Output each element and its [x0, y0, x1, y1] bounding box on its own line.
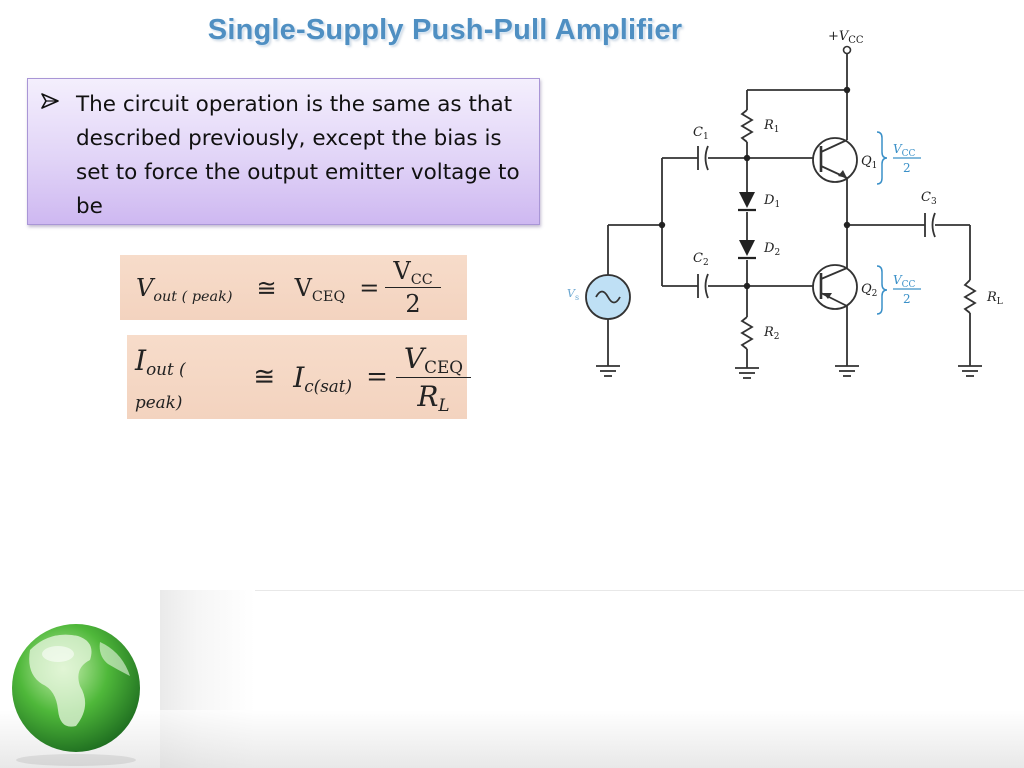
equation-vout-peak: Vout ( peak) ≅ VCEQ = VCC 2 [120, 255, 467, 320]
push-pull-circuit-diagram: +VCC C1 C2 C3 R1 R2 RL D1 D2 Q1 Q2 Vs VC… [567, 29, 1003, 379]
eq2-mid: Ic(sat) [293, 360, 353, 396]
bias-bottom-denominator: 2 [903, 292, 911, 306]
r2-label: R2 [763, 325, 780, 342]
eq1-fraction: VCC 2 [385, 257, 441, 318]
diode-d1 [738, 192, 756, 212]
bias-top-numerator: VCC [893, 142, 916, 159]
ac-source [585, 274, 631, 320]
bullet-text: The circuit operation is the same as tha… [76, 92, 520, 219]
eq1-lhs: Vout ( peak) [136, 273, 233, 305]
d2-label: D2 [763, 241, 780, 258]
q2-label: Q2 [861, 282, 877, 299]
decorative-footer [0, 590, 1024, 768]
eq1-approx: ≅ [256, 273, 277, 302]
c1-label: C1 [693, 125, 709, 142]
circuit-wires [607, 53, 977, 368]
junction-dots [658, 86, 851, 290]
eq1-equals: = [359, 273, 380, 302]
capacitor-c2 [697, 273, 709, 299]
bias-bottom-numerator: VCC [893, 273, 916, 290]
vcc-terminal [842, 45, 852, 55]
eq2-approx: ≅ [253, 362, 276, 392]
rl-label: RL [986, 290, 1003, 307]
sine-wave-icon [595, 290, 621, 304]
transistor-q2 [812, 264, 858, 310]
ground-symbols [596, 365, 982, 379]
equation-iout-peak: Iout ( peak) ≅ Ic(sat) = VCEQ RL [127, 335, 471, 419]
arrow-bullet-icon [41, 93, 59, 109]
eq2-lhs: Iout ( peak) [135, 344, 186, 412]
r1-label: R1 [763, 118, 780, 135]
slide-title: Single-Supply Push-Pull Amplifier [207, 14, 683, 46]
transistor-q1 [812, 137, 858, 183]
vs-label: Vs [567, 287, 579, 302]
globe-icon [12, 624, 140, 752]
bullet-box: The circuit operation is the same as tha… [27, 78, 540, 225]
eq1-mid: VCEQ [294, 273, 346, 305]
bias-brackets [876, 131, 888, 315]
bias-top-denominator: 2 [903, 161, 911, 175]
capacitor-c1 [697, 145, 709, 171]
c2-label: C2 [693, 251, 709, 268]
diode-d2 [738, 240, 756, 260]
vcc-label: +VCC [828, 29, 864, 46]
q1-label: Q1 [861, 154, 877, 171]
d1-label: D1 [763, 193, 780, 210]
eq2-fraction: VCEQ RL [395, 342, 471, 415]
capacitor-c3 [924, 212, 936, 238]
c3-label: C3 [921, 190, 937, 207]
eq2-equals: = [366, 362, 388, 392]
